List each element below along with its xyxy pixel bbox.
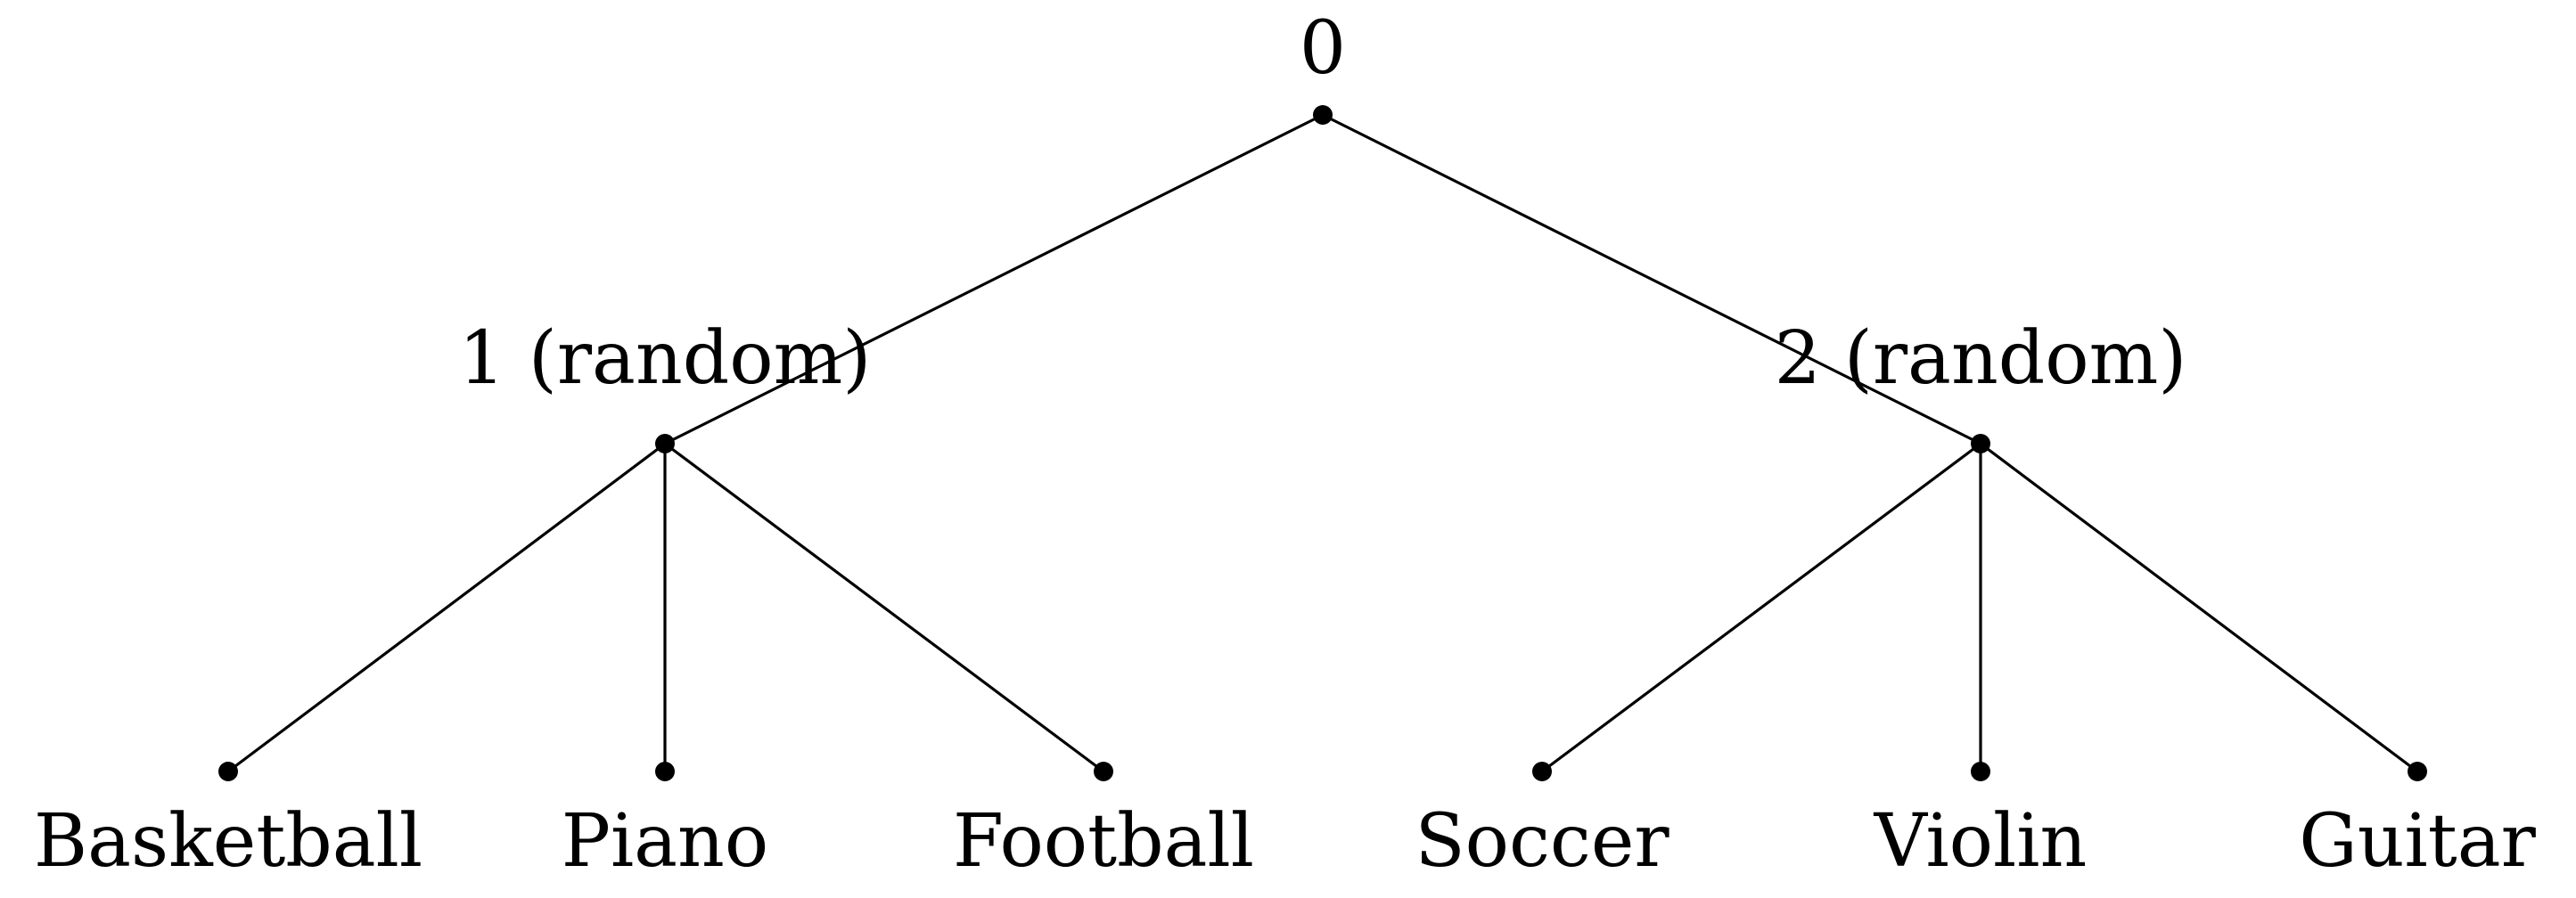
- edge-root-to-n2: [1322, 113, 1981, 445]
- labels-layer: 0 1 (random) 2 (random) Basketball Piano Foot…: [34, 6, 2537, 884]
- node-label-root: 0: [1300, 6, 1346, 91]
- nodes-layer: [218, 105, 2427, 781]
- edge-n2-to-leaf-soccer: [1541, 442, 1981, 773]
- node-leaf-football: [1094, 762, 1113, 781]
- node-label-leaf-guitar: Guitar: [2299, 799, 2536, 884]
- node-root: [1313, 105, 1333, 125]
- edge-n1-to-leaf-football: [664, 442, 1104, 773]
- node-leaf-basketball: [218, 762, 238, 781]
- node-label-n2: 2 (random): [1775, 316, 2187, 401]
- edge-n2-to-leaf-guitar: [1980, 442, 2418, 773]
- node-leaf-piano: [655, 762, 675, 781]
- node-n2: [1971, 434, 1990, 453]
- edges-layer: [227, 113, 2418, 773]
- node-leaf-violin: [1971, 762, 1990, 781]
- node-n1: [655, 434, 675, 453]
- node-label-leaf-piano: Piano: [562, 799, 768, 884]
- edge-n1-to-leaf-basketball: [227, 442, 666, 773]
- node-label-leaf-violin: Violin: [1874, 799, 2088, 884]
- edge-root-to-n1: [664, 113, 1324, 445]
- node-label-leaf-football: Football: [953, 799, 1254, 884]
- node-label-n1: 1 (random): [459, 316, 872, 401]
- node-label-leaf-basketball: Basketball: [34, 799, 422, 884]
- node-leaf-guitar: [2408, 762, 2427, 781]
- node-leaf-soccer: [1532, 762, 1552, 781]
- node-label-leaf-soccer: Soccer: [1415, 799, 1669, 884]
